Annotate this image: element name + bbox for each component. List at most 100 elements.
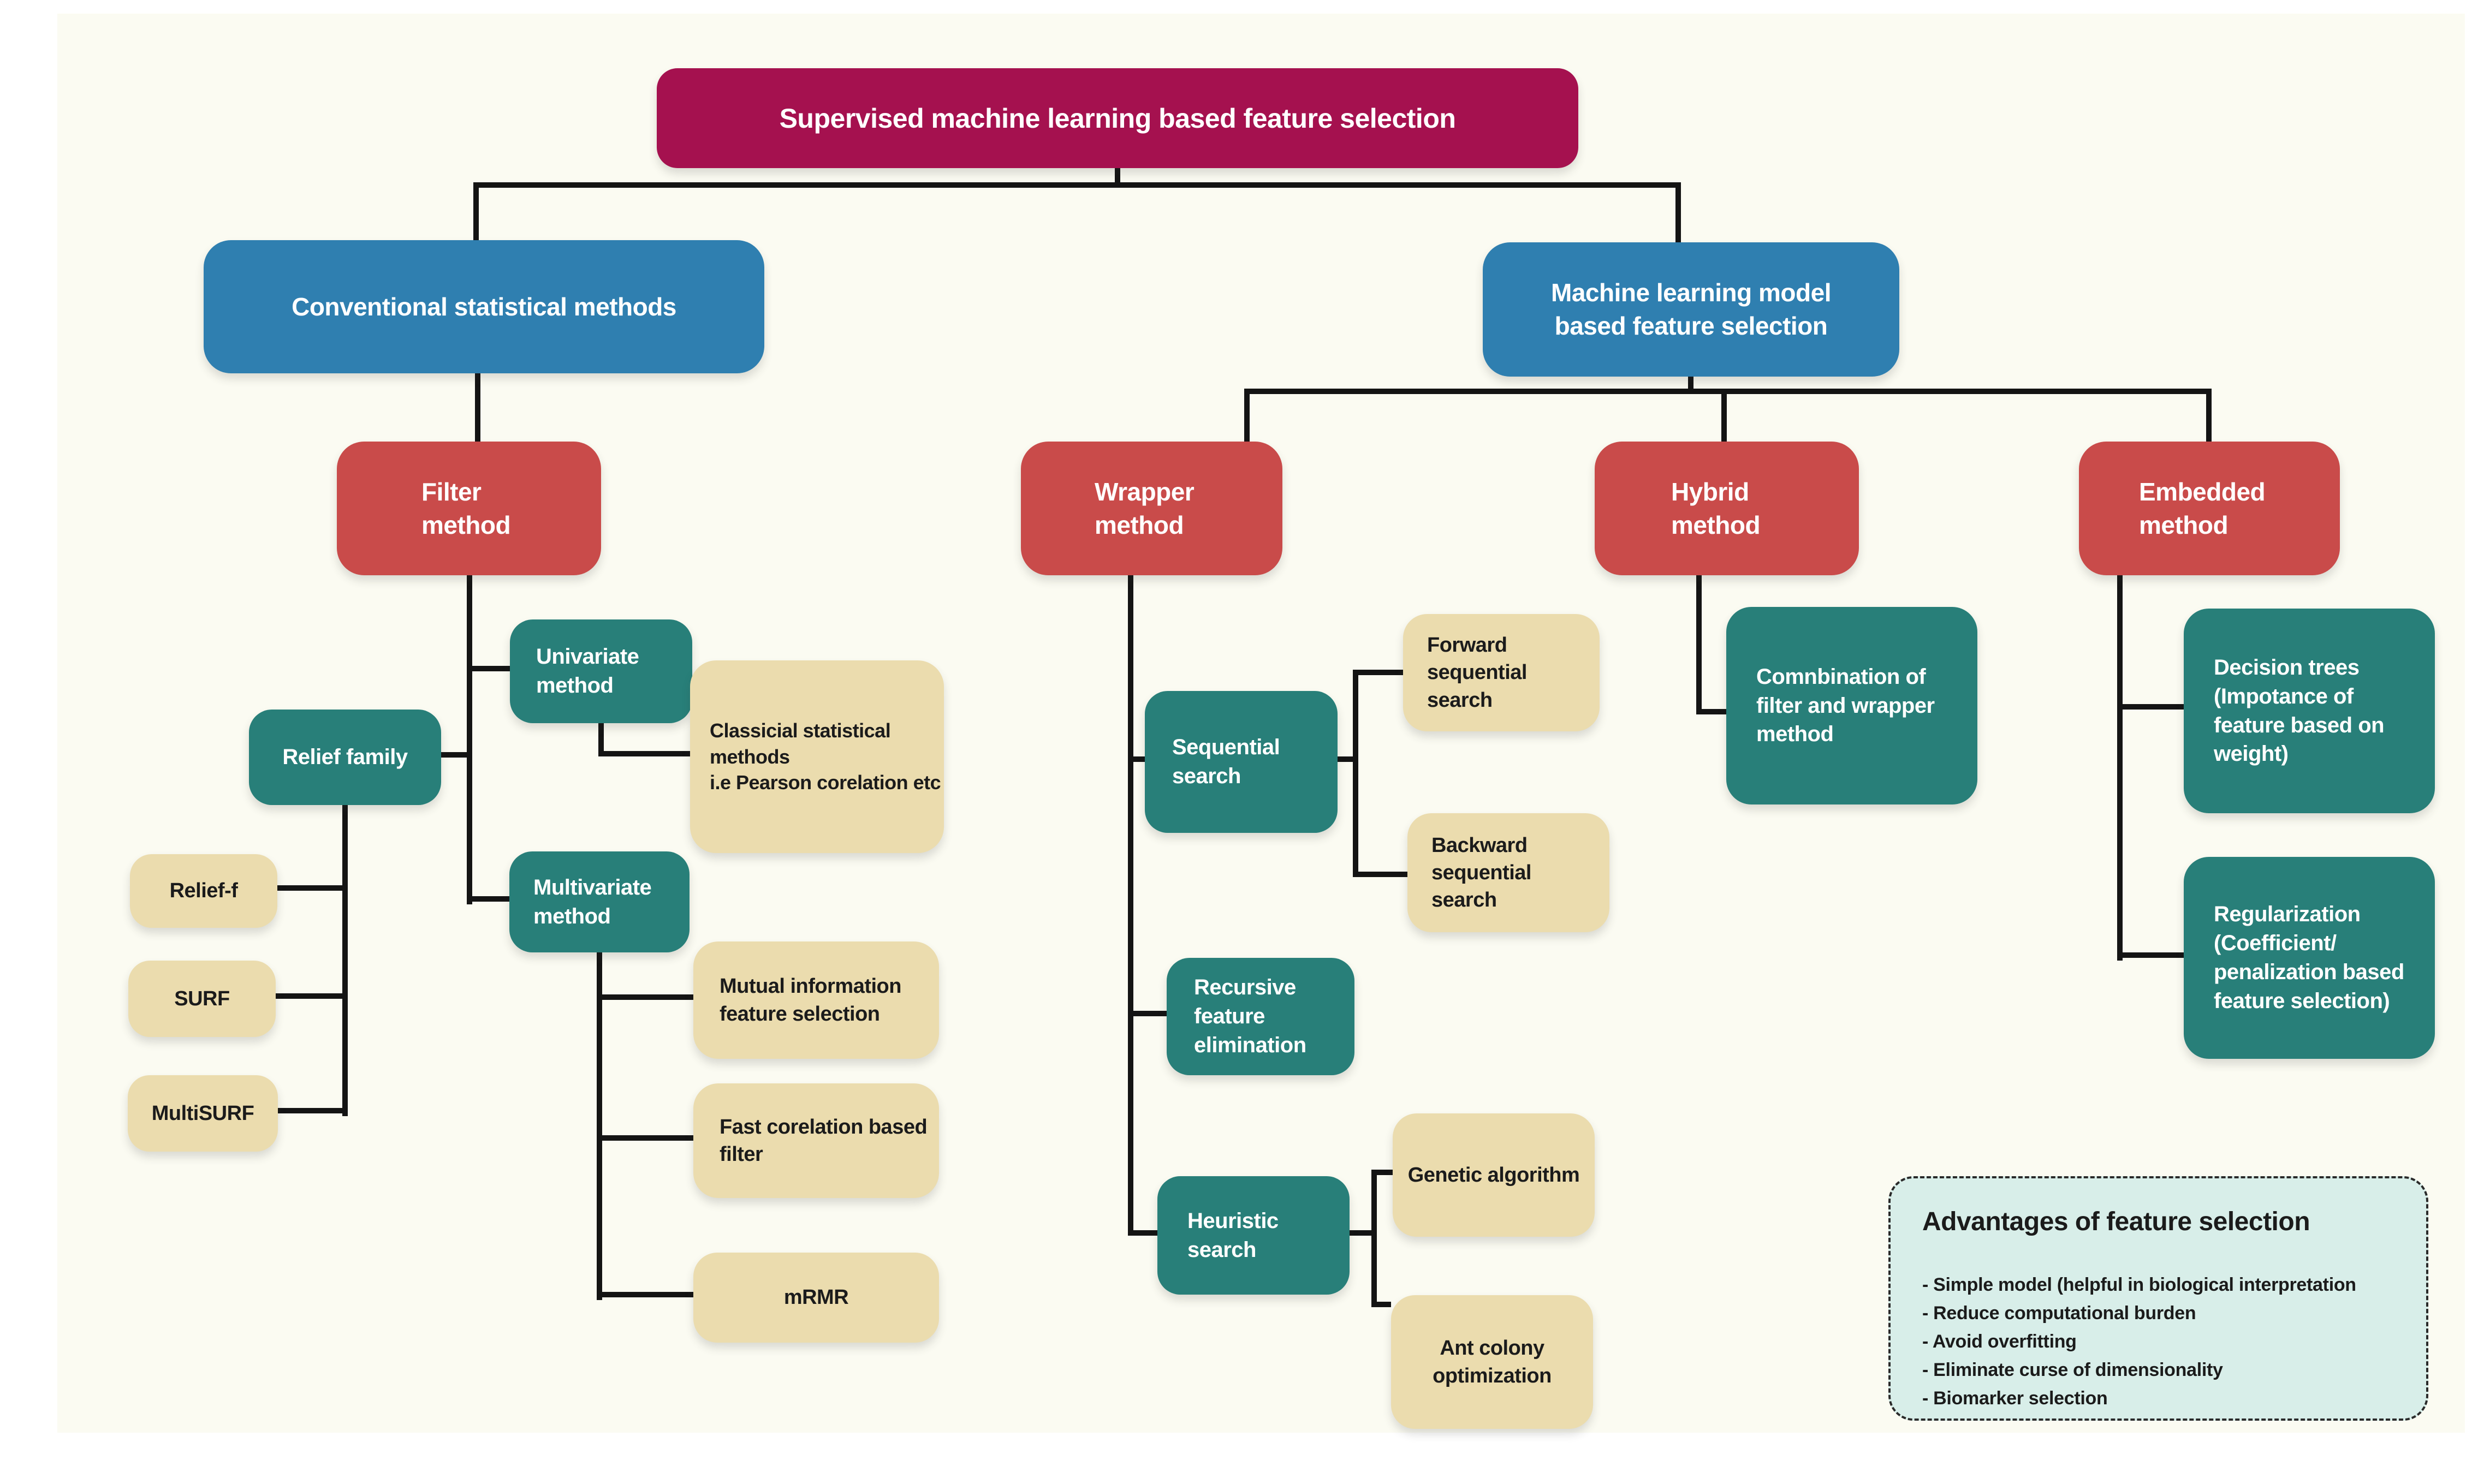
node-label: Genetic algorithm — [1407, 1163, 1580, 1187]
node-label: Hybrid method — [1671, 477, 1761, 539]
node-label: Backward sequential search — [1431, 833, 1531, 912]
node-root-title-label: Supervised machine learning based featur… — [779, 103, 1456, 134]
connector — [1338, 756, 1358, 762]
advantages-callout: Advantages of feature selection - Simple… — [1888, 1176, 2428, 1421]
connector — [1353, 670, 1403, 675]
node-label: MultiSURF — [151, 1101, 254, 1125]
node-relief-f: Relief-f — [130, 854, 277, 928]
connector — [1696, 575, 1702, 714]
node-label: Univariate method — [536, 645, 639, 698]
connector — [467, 666, 510, 671]
node-filter-method: Filter method — [337, 442, 601, 575]
node-label: Embedded method — [2139, 477, 2266, 539]
node-label: Multivariate method — [533, 875, 652, 928]
node-wrapper-method: Wrapper method — [1021, 442, 1282, 575]
node-label: Machine learning model based feature sel… — [1551, 278, 1832, 340]
node-label: Sequential search — [1172, 735, 1280, 788]
connector — [1675, 182, 1681, 245]
connector — [597, 994, 693, 1000]
connector — [467, 896, 509, 902]
advantages-list: - Simple model (helpful in biological in… — [1922, 1271, 2394, 1413]
node-label: Filter method — [421, 477, 511, 539]
node-label: Regularization (Coefficient/ penalizatio… — [2214, 902, 2404, 1013]
node-machine-learning-model-based: Machine learning model based feature sel… — [1483, 242, 1899, 377]
connector — [1353, 670, 1358, 877]
node-combination-filter-wrapper: Comnbination of filter and wrapper metho… — [1726, 607, 1977, 804]
node-label: Comnbination of filter and wrapper metho… — [1756, 664, 1935, 747]
connector — [278, 1108, 348, 1113]
node-embedded-method: Embedded method — [2079, 442, 2340, 575]
node-surf: SURF — [128, 961, 276, 1037]
node-sequential-search: Sequential search — [1145, 691, 1338, 833]
connector — [1244, 389, 2212, 394]
connector — [473, 182, 479, 243]
node-univariate-method: Univariate method — [510, 619, 692, 723]
node-regularization: Regularization (Coefficient/ penalizatio… — [2184, 857, 2435, 1059]
node-relief-family: Relief family — [249, 710, 441, 805]
connector — [1353, 872, 1407, 877]
connector — [467, 575, 472, 904]
node-label: Wrapper method — [1095, 477, 1195, 539]
connector — [277, 885, 348, 891]
node-multivariate-method: Multivariate method — [509, 851, 690, 952]
connector — [276, 993, 348, 999]
advantages-item: - Simple model (helpful in biological in… — [1922, 1274, 2356, 1295]
node-label: Heuristic search — [1187, 1208, 1279, 1262]
advantages-item: - Reduce computational burden — [1922, 1303, 2196, 1324]
connector — [441, 752, 472, 758]
node-label: Conventional statistical methods — [292, 292, 676, 321]
node-fast-correlation-filter: Fast corelation based filter — [693, 1083, 939, 1198]
connector — [2117, 952, 2184, 958]
node-decision-trees: Decision trees (Impotance of feature bas… — [2184, 609, 2435, 813]
node-ant-colony-optimization: Ant colony optimization — [1391, 1295, 1593, 1429]
node-heuristic-search: Heuristic search — [1157, 1176, 1350, 1295]
node-label: Ant colony optimization — [1433, 1337, 1552, 1387]
node-label: Forward sequential search — [1427, 634, 1527, 712]
connector — [1371, 1170, 1393, 1175]
connector — [475, 373, 480, 443]
connector — [342, 805, 348, 1116]
node-root-title: Supervised machine learning based featur… — [657, 68, 1578, 168]
node-conventional-statistical-methods: Conventional statistical methods — [204, 240, 764, 373]
connector — [1244, 389, 1250, 443]
node-multisurf: MultiSURF — [128, 1075, 278, 1152]
connector — [597, 1292, 693, 1297]
node-hybrid-method: Hybrid method — [1595, 442, 1859, 575]
connector — [1696, 709, 1726, 714]
connector — [1128, 1230, 1157, 1236]
advantages-item: - Biomarker selection — [1922, 1388, 2108, 1409]
connector — [1688, 377, 1693, 393]
connector — [2206, 389, 2212, 443]
node-label: Recursive feature elimination — [1194, 975, 1306, 1057]
advantages-item: - Avoid overfitting — [1922, 1331, 2077, 1352]
node-genetic-algorithm: Genetic algorithm — [1393, 1113, 1595, 1237]
connector — [598, 723, 604, 756]
connector — [1350, 1230, 1377, 1236]
connector — [597, 1135, 693, 1141]
connector — [2117, 575, 2123, 961]
node-backward-sequential-search: Backward sequential search — [1407, 813, 1609, 932]
connector — [2117, 704, 2184, 710]
node-label: Fast corelation based filter — [720, 1115, 928, 1166]
connector — [1371, 1170, 1377, 1307]
connector — [1115, 164, 1120, 188]
connector — [1721, 389, 1727, 443]
node-label: Relief-f — [169, 879, 238, 903]
node-classical-statistical-methods: Classicial statistical methods i.e Pears… — [690, 660, 944, 853]
connector — [598, 751, 690, 756]
node-label: Mutual information feature selection — [720, 975, 901, 1026]
node-label: Relief family — [282, 745, 408, 770]
node-mrmr: mRMR — [693, 1253, 939, 1343]
node-label: mRMR — [783, 1286, 849, 1309]
node-label: Classicial statistical methods i.e Pears… — [710, 719, 941, 794]
connector — [1128, 1011, 1167, 1016]
connector — [597, 952, 602, 1300]
node-recursive-feature-elimination: Recursive feature elimination — [1167, 958, 1354, 1075]
advantages-title: Advantages of feature selection — [1922, 1207, 2310, 1236]
advantages-item: - Eliminate curse of dimensionality — [1922, 1360, 2223, 1380]
connector — [1128, 756, 1150, 762]
node-mutual-information: Mutual information feature selection — [693, 941, 939, 1059]
node-label: Decision trees (Impotance of feature bas… — [2214, 655, 2385, 766]
connector — [1371, 1302, 1391, 1307]
